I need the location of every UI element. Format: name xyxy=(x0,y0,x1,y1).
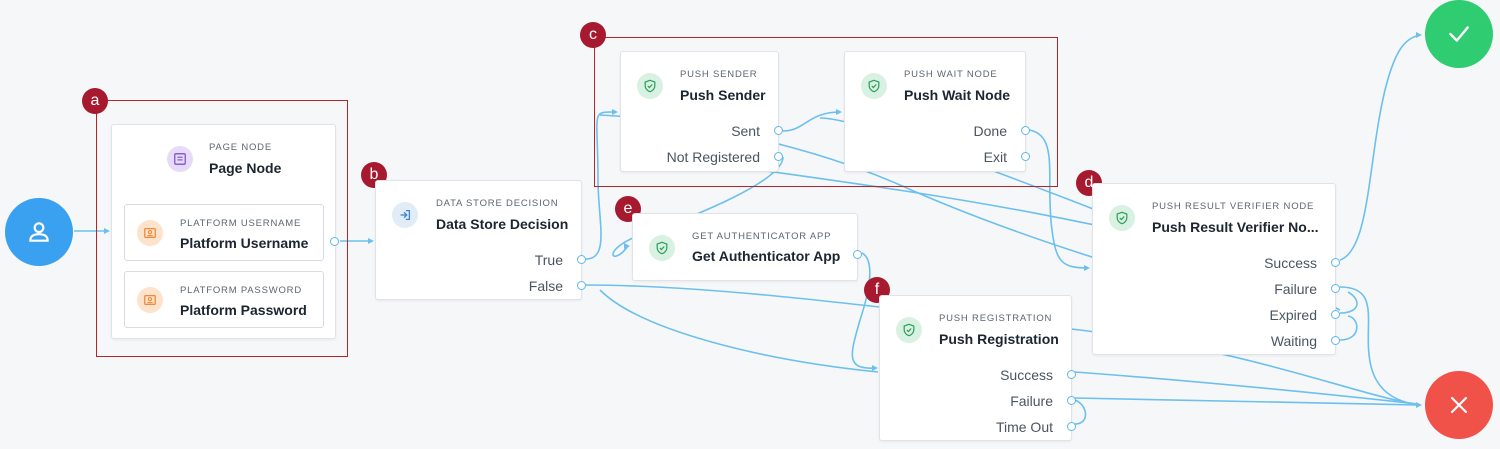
platform-password-node[interactable]: PLATFORM PASSWORD Platform Password xyxy=(124,271,324,328)
output-port[interactable] xyxy=(330,237,339,246)
connector-false-loop xyxy=(599,289,879,373)
node-kind-label: PLATFORM USERNAME xyxy=(180,218,302,229)
arrowhead xyxy=(624,243,630,249)
node-title: Push Sender xyxy=(680,87,766,103)
outcome-failure-label: Failure xyxy=(1274,281,1317,297)
node-title: Push Registration xyxy=(939,331,1059,347)
group-box-c xyxy=(594,37,1058,187)
node-title: Data Store Decision xyxy=(436,216,569,232)
node-kind-label: PUSH WAIT NODE xyxy=(904,69,998,80)
connector-registration-success-loop xyxy=(1074,371,1419,405)
close-icon xyxy=(1450,396,1468,414)
arrowhead xyxy=(1084,265,1090,271)
node-kind-label: PUSH SENDER xyxy=(680,69,758,80)
outcome-waiting-port[interactable] xyxy=(1331,336,1340,345)
node-title: Platform Username xyxy=(180,235,309,251)
outcome-failure-label: Failure xyxy=(1010,393,1053,409)
outcome-success-label: Success xyxy=(1000,367,1053,383)
id-card-icon xyxy=(137,220,163,246)
node-kind-label: PUSH REGISTRATION xyxy=(939,313,1053,324)
connector-verifier-waiting-loop xyxy=(1339,315,1358,341)
node-kind-label: DATA STORE DECISION xyxy=(436,198,559,209)
connector-verifier-failure-to-end xyxy=(1339,286,1419,406)
arrowhead xyxy=(872,365,878,371)
outcome-time-out-port[interactable] xyxy=(1067,422,1076,431)
arrowhead xyxy=(368,238,374,244)
platform-username-node[interactable]: PLATFORM USERNAME Platform Username xyxy=(124,204,324,261)
failure-end-node[interactable] xyxy=(1425,371,1493,439)
outcome-false-label: False xyxy=(528,278,563,294)
outcome-exit-port[interactable] xyxy=(1021,152,1030,161)
connector-success-to-end xyxy=(1339,34,1421,261)
arrowhead xyxy=(1416,402,1422,408)
outcome-waiting-label: Waiting xyxy=(1270,333,1317,349)
page-node[interactable]: PAGE NODE Page Node PLATFORM USERNAME Pl… xyxy=(111,124,339,339)
shield-check-icon xyxy=(861,73,887,99)
start-node[interactable] xyxy=(5,198,73,266)
node-kind-label: PAGE NODE xyxy=(209,142,272,153)
outcome-success-label: Success xyxy=(1264,255,1317,271)
outcome-not-registered-label: Not Registered xyxy=(666,149,760,165)
get-authenticator-app-node[interactable]: GET AUTHENTICATOR APP Get Authenticator … xyxy=(632,213,862,281)
node-title: Platform Password xyxy=(180,302,307,318)
push-wait-node[interactable]: PUSH WAIT NODE Push Wait Node Done Exit xyxy=(844,51,1030,172)
outcome-sent-label: Sent xyxy=(731,123,760,139)
node-kind-label: GET AUTHENTICATOR APP xyxy=(692,231,832,242)
outcome-expired-label: Expired xyxy=(1269,307,1317,323)
node-title: Page Node xyxy=(209,160,282,176)
shield-check-icon xyxy=(896,317,922,343)
connector-registration-timeout-loop xyxy=(1074,399,1087,425)
outcome-done-label: Done xyxy=(973,123,1007,139)
id-card-icon xyxy=(137,287,163,313)
checkmark-icon xyxy=(1449,26,1469,42)
page-icon xyxy=(167,146,193,172)
outcome-success-port[interactable] xyxy=(1331,258,1340,267)
node-title: Push Result Verifier No... xyxy=(1152,219,1319,235)
outcome-expired-port[interactable] xyxy=(1331,310,1340,319)
connector-registration-failure-to-end xyxy=(1074,397,1419,406)
push-registration-node[interactable]: PUSH REGISTRATION Push Registration Succ… xyxy=(879,295,1076,441)
user-icon xyxy=(29,222,49,242)
shield-check-icon xyxy=(637,73,663,99)
marker-c: c xyxy=(580,22,606,48)
outcome-false-port[interactable] xyxy=(577,281,586,290)
push-result-verifier-node[interactable]: PUSH RESULT VERIFIER NODE Push Result Ve… xyxy=(1092,183,1340,355)
shield-check-icon xyxy=(1109,205,1135,231)
marker-a: a xyxy=(82,88,108,114)
push-sender-node[interactable]: PUSH SENDER Push Sender Sent Not Registe… xyxy=(620,51,783,172)
outcome-not-registered-port[interactable] xyxy=(774,152,783,161)
outcome-true-label: True xyxy=(534,252,563,268)
outcome-success-port[interactable] xyxy=(1067,370,1076,379)
success-end-node[interactable] xyxy=(1425,0,1493,68)
outcome-failure-port[interactable] xyxy=(1067,396,1076,405)
outcome-sent-port[interactable] xyxy=(774,126,783,135)
data-store-decision-node[interactable]: DATA STORE DECISION Data Store Decision … xyxy=(375,180,586,300)
group-box-a xyxy=(96,100,348,357)
node-title: Get Authenticator App xyxy=(692,248,841,264)
shield-check-icon xyxy=(649,235,675,261)
outcome-true-port[interactable] xyxy=(577,255,586,264)
outcome-time-out-label: Time Out xyxy=(995,419,1053,435)
arrowhead xyxy=(1416,32,1422,38)
node-title: Push Wait Node xyxy=(904,87,1011,103)
node-kind-label: PLATFORM PASSWORD xyxy=(180,285,302,296)
node-kind-label: PUSH RESULT VERIFIER NODE xyxy=(1152,201,1315,212)
outcome-exit-label: Exit xyxy=(983,149,1007,165)
sign-in-icon xyxy=(392,202,418,228)
output-port[interactable] xyxy=(853,250,862,259)
outcome-failure-port[interactable] xyxy=(1331,284,1340,293)
outcome-done-port[interactable] xyxy=(1021,126,1030,135)
connector-verifier-expired-loop xyxy=(1339,291,1358,314)
